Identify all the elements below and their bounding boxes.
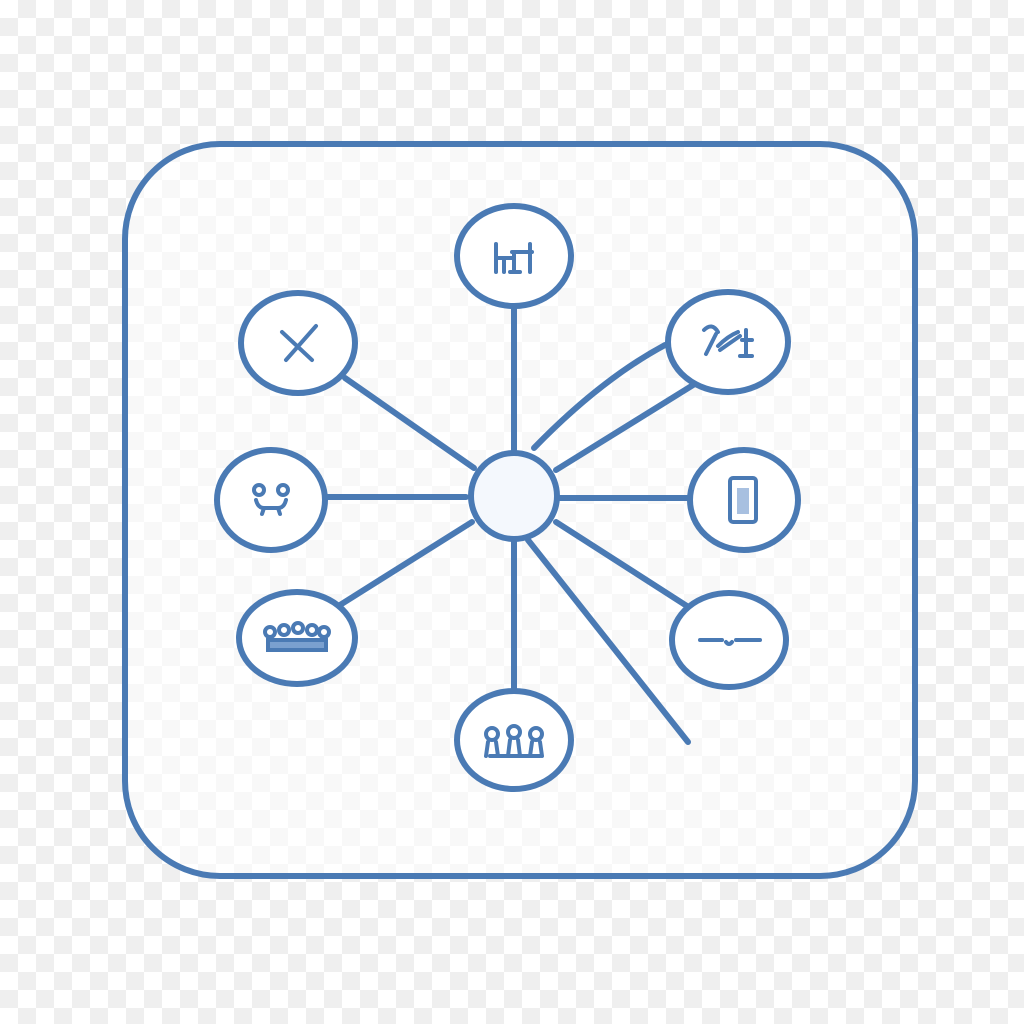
dash-line-icon — [698, 638, 762, 646]
node-top-right — [665, 289, 791, 395]
node-bottom-right — [669, 590, 789, 690]
connector-top-right-curve — [531, 342, 668, 451]
close-x-icon — [280, 324, 318, 362]
node-bottom — [454, 688, 574, 792]
connector-bottom-right — [553, 519, 693, 611]
hub-node — [468, 450, 560, 542]
connector-lines — [322, 303, 701, 745]
connector-top-left — [342, 375, 477, 471]
connector-bottom-left — [337, 519, 475, 608]
mobile-phone-icon — [728, 476, 758, 524]
connector-top-right — [553, 379, 701, 473]
node-top-left — [238, 290, 358, 396]
node-bottom-left — [236, 589, 358, 687]
node-top — [454, 203, 574, 309]
pair-people-icon — [252, 483, 290, 516]
node-right — [687, 447, 801, 553]
desk-chair-icon — [494, 242, 534, 274]
team-people-icon — [263, 621, 331, 652]
handshake-icon — [702, 324, 754, 358]
group-of-people-icon — [484, 724, 544, 758]
connector-diagonal-tail — [525, 537, 691, 745]
node-left — [214, 447, 328, 553]
